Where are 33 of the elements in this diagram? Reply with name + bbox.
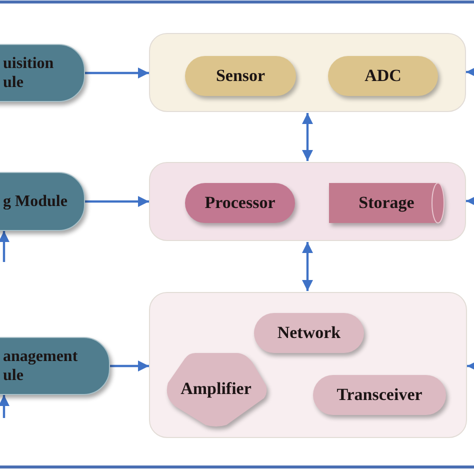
arrow <box>466 196 474 206</box>
component-octagon <box>164 351 268 427</box>
node-label: Amplifier <box>180 378 252 400</box>
node-label: Sensor <box>216 66 266 86</box>
component-pill <box>328 56 438 96</box>
module-box <box>0 44 85 102</box>
arrow <box>302 242 313 291</box>
arrow <box>302 113 313 161</box>
arrow <box>467 360 474 372</box>
group-panel <box>149 33 466 112</box>
group-panel <box>149 292 467 438</box>
node-label: Network <box>277 322 341 344</box>
module-box <box>0 337 110 395</box>
component-pill <box>185 56 296 96</box>
group-panel <box>149 162 466 241</box>
arrow <box>0 395 10 418</box>
arrow <box>85 196 149 207</box>
component-pill <box>313 375 446 415</box>
arrow <box>0 231 10 262</box>
arrow <box>110 360 149 372</box>
node-label: uisition ule <box>3 54 55 92</box>
arrow <box>466 66 474 78</box>
storage-cylinder <box>329 183 444 223</box>
node-label: Transceiver <box>336 384 422 406</box>
module-box <box>0 172 85 231</box>
component-pill <box>185 183 295 223</box>
node-label: Processor <box>204 192 276 214</box>
node-label: ADC <box>364 66 402 86</box>
node-label: g Module <box>3 192 68 212</box>
arrow <box>85 68 149 78</box>
node-label: Storage <box>358 192 414 214</box>
component-pill <box>254 313 364 353</box>
node-label: anagement ule <box>3 346 79 386</box>
